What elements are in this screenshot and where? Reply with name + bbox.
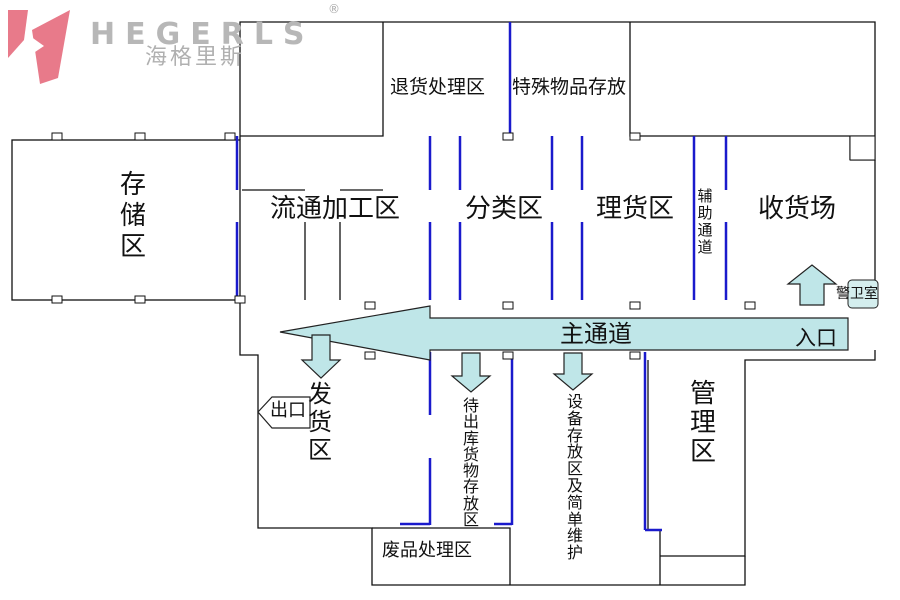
entrance-label: 入口 [795,326,837,350]
zone-auxiliary-passage: 辅助通道 [697,187,713,256]
guard-room-box [847,279,879,309]
zone-waste-processing: 废品处理区 [382,540,472,561]
zone-special-goods: 特殊物品存放 [512,76,627,98]
pillars [51,132,876,360]
zone-sorting: 分类区 [465,194,544,224]
brand-name-cn: 海格里斯 [145,45,246,70]
exit-label: 出口 [270,400,306,421]
left-arrow-icon [279,305,849,361]
zone-receiving: 收货场 [758,194,837,224]
zone-pending-outbound: 待出库货物存放区 [462,396,479,530]
brand-name-en: HEGERLS [90,17,315,52]
zone-tallying: 理货区 [596,194,675,224]
registered-mark: ® [328,2,340,16]
down-arrow-icon [300,334,594,393]
zone-circulation-processing: 流通加工区 [270,194,401,224]
main-passage-label: 主通道 [560,320,632,348]
zone-shipping: 发货区 [308,380,332,464]
zone-management: 管理区 [689,379,716,467]
up-arrow-icon [786,264,838,306]
zone-dividers [235,22,728,532]
zone-equipment-storage: 设备存放区及简单维护 [566,392,583,563]
exit-arrow-icon [257,396,311,429]
zone-guard-room: 警卫室 [836,286,878,302]
zone-storage: 存储区 [119,170,146,262]
zone-return-processing: 退货处理区 [390,76,486,98]
hegerls-logo-icon [8,10,70,84]
processing-zone-lines [242,189,383,300]
